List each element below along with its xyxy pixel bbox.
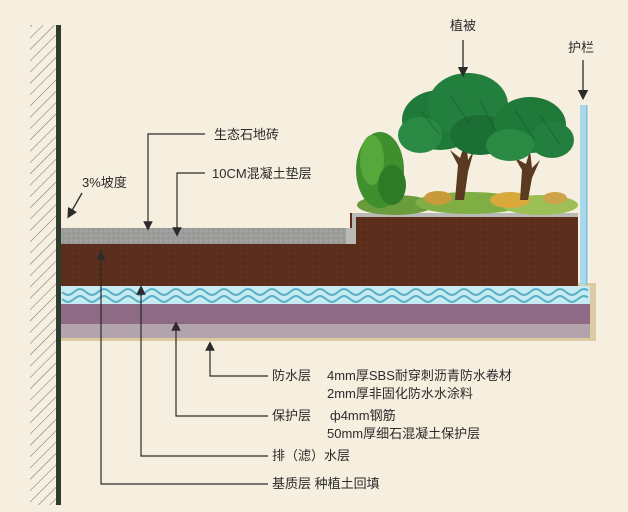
label-slope: 3%坡度 xyxy=(82,175,127,190)
label-concrete-cushion: 10CM混凝土垫层 xyxy=(212,166,312,181)
slope-arrow xyxy=(67,192,83,219)
leader-waterproof xyxy=(205,341,268,377)
label-waterproof-line2: 2mm厚非固化防水水涂料 xyxy=(327,386,473,401)
label-vegetation: 植被 xyxy=(450,18,476,33)
label-protect-line2: 50mm厚细石混凝土保护层 xyxy=(327,426,480,441)
label-eco-paver: 生态石地砖 xyxy=(214,127,279,142)
leader-drainage xyxy=(136,285,268,457)
label-drainage: 排（滤）水层 xyxy=(272,448,350,463)
leader-protect xyxy=(171,321,268,417)
drainage-layer xyxy=(61,286,590,304)
protect-layer xyxy=(61,303,590,325)
label-waterproof-title: 防水层 xyxy=(272,368,311,383)
substrate-soil xyxy=(61,213,578,286)
wall xyxy=(30,25,61,505)
label-protect-line1: ф4mm钢筋 xyxy=(330,408,396,423)
waterproof-layer xyxy=(61,324,590,338)
eco-paver xyxy=(61,213,578,244)
label-railing: 护栏 xyxy=(568,40,594,55)
railing xyxy=(580,105,588,285)
label-substrate: 基质层 种植土回填 xyxy=(272,476,380,491)
leader-substrate xyxy=(96,250,268,485)
label-waterproof-line1: 4mm厚SBS耐穿刺沥青防水卷材 xyxy=(327,368,512,383)
label-protect-title: 保护层 xyxy=(272,408,311,423)
vegetation xyxy=(356,73,578,215)
leader-eco-paver xyxy=(143,133,205,231)
leader-concrete-cushion xyxy=(172,172,205,237)
